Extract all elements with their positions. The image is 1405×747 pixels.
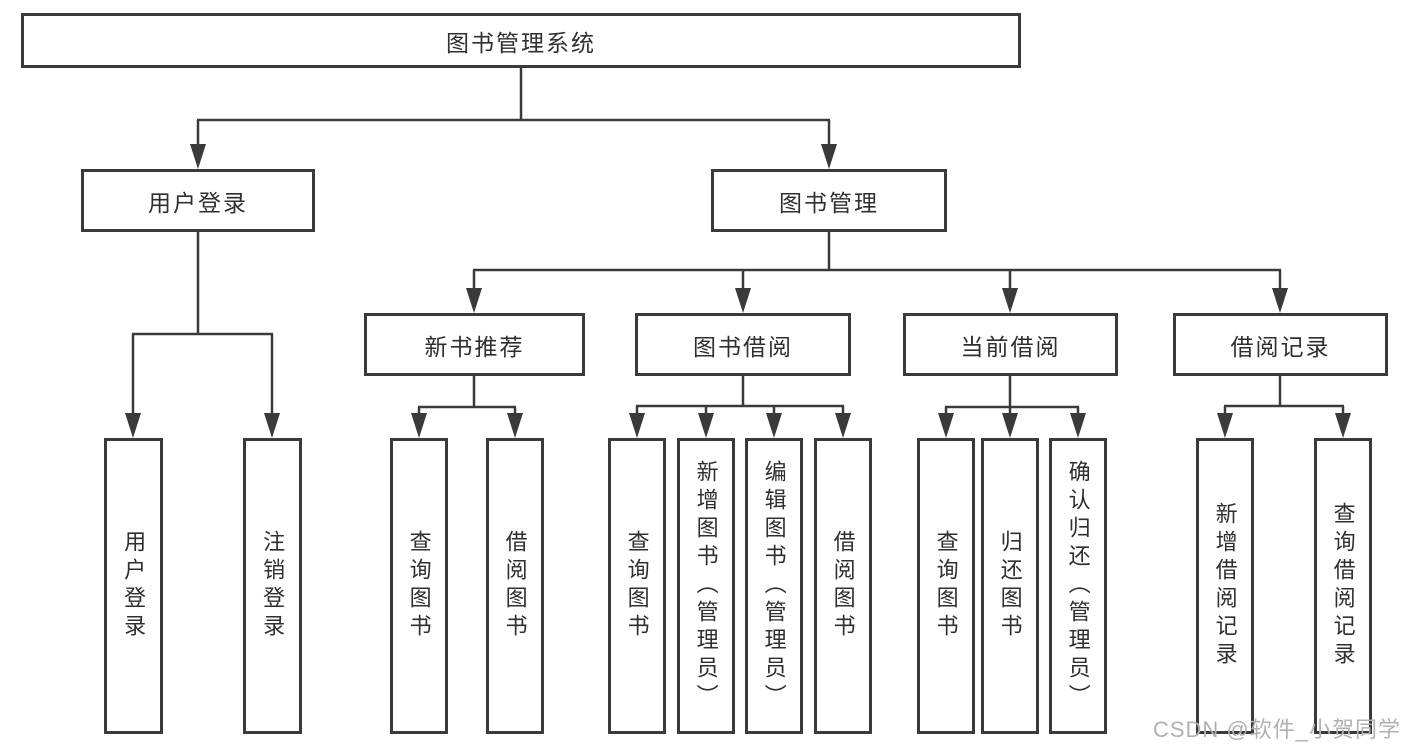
- watermark: CSDN @软件_小贺同学: [1152, 717, 1401, 742]
- node-book-borrowing: 图书借阅: [635, 313, 851, 376]
- node-book-management: 图书管理: [711, 169, 947, 232]
- leaf-query-books-current: 查询图书: [917, 438, 975, 734]
- leaf-borrow-books-borrowing: 借阅图书: [814, 438, 872, 734]
- leaf-borrow-books-recommend: 借阅图书: [486, 438, 544, 734]
- leaf-query-borrow-record: 查询借阅记录: [1314, 438, 1372, 734]
- leaf-logout-login: 注销登录: [243, 438, 302, 734]
- node-new-book-recommendation: 新书推荐: [364, 313, 585, 376]
- leaf-add-books-admin: 新增图书（管理员）: [677, 438, 735, 734]
- leaf-return-books: 归还图书: [981, 438, 1039, 734]
- connector-path: [131, 68, 1345, 419]
- leaf-edit-books-admin: 编辑图书（管理员）: [745, 438, 803, 734]
- leaf-confirm-return-admin: 确认归还（管理员）: [1049, 438, 1107, 734]
- leaf-query-books-recommend: 查询图书: [390, 438, 448, 734]
- arrowheads: [125, 144, 1351, 438]
- node-user-login: 用户登录: [81, 169, 315, 232]
- node-library-management-system: 图书管理系统: [21, 13, 1021, 68]
- node-current-borrowing: 当前借阅: [903, 313, 1118, 376]
- leaf-user-login: 用户登录: [104, 438, 163, 734]
- leaf-query-books-borrowing: 查询图书: [608, 438, 666, 734]
- leaf-add-borrow-record: 新增借阅记录: [1196, 438, 1254, 734]
- node-borrowing-records: 借阅记录: [1173, 313, 1388, 376]
